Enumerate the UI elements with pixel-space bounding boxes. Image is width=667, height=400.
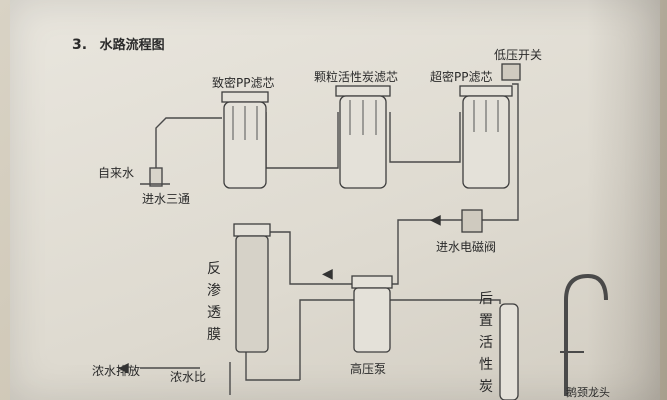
ro-membrane-label: 反 渗 透 膜 bbox=[207, 261, 221, 343]
inlet-tee-label: 进水三通 bbox=[142, 192, 191, 206]
carbon-filter-housing bbox=[339, 95, 387, 189]
inlet-solenoid-label: 进水电磁阀 bbox=[436, 240, 497, 254]
tap-water-label: 自来水 bbox=[98, 166, 135, 180]
low-pressure-switch-body bbox=[501, 63, 521, 81]
waste-discharge-label: 浓水排放 bbox=[92, 364, 141, 378]
carbon-filter-label: 颗粒活性炭滤芯 bbox=[314, 70, 399, 84]
pp-filter-housing bbox=[223, 101, 267, 189]
flow-arrow-icon: ◀ bbox=[118, 360, 129, 376]
pipe-carbon-to-ultra bbox=[389, 112, 461, 163]
pp-filter-label: 致密PP滤芯 bbox=[212, 76, 275, 90]
solenoid-valve-body bbox=[461, 209, 483, 233]
pp-filter-cap bbox=[221, 91, 269, 103]
waste-ratio-label: 浓水比 bbox=[170, 370, 207, 384]
manual-page bbox=[10, 0, 660, 400]
section-title: 水路流程图 bbox=[99, 38, 165, 53]
inlet-tee-body bbox=[149, 167, 163, 187]
flow-arrow-icon: ◀ bbox=[430, 212, 441, 228]
faucet-neck bbox=[564, 273, 608, 396]
pipe-pump-to-membrane bbox=[262, 231, 352, 285]
pipe-ultra-to-solenoid bbox=[480, 83, 519, 221]
ultra-pp-filter-label: 超密PP滤芯 bbox=[430, 70, 493, 84]
post-filter-housing bbox=[499, 303, 519, 400]
pipe-inlet-to-pp bbox=[155, 117, 222, 178]
pipe-pp-to-carbon bbox=[265, 112, 339, 169]
faucet-label: 鹅颈龙头 bbox=[566, 386, 610, 399]
pump-label: 高压泵 bbox=[350, 362, 387, 376]
pump-housing bbox=[353, 287, 391, 353]
pipe-membrane-output bbox=[245, 352, 300, 381]
section-heading: 3. 水路流程图 bbox=[72, 34, 165, 53]
ro-membrane-housing bbox=[235, 235, 269, 353]
low-pressure-switch-label: 低压开关 bbox=[494, 48, 543, 62]
section-number: 3. bbox=[72, 37, 88, 53]
post-carbon-label: 后 置 活 性 炭 bbox=[479, 291, 493, 395]
pipe-to-post-filter bbox=[299, 299, 501, 380]
flow-arrow-icon: ◀ bbox=[322, 266, 333, 282]
